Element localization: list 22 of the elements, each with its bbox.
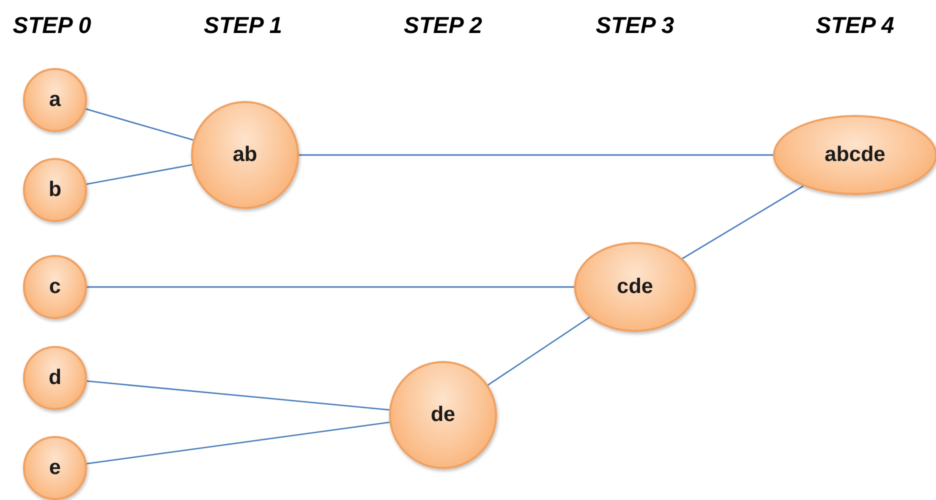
- connector-line: [86, 422, 390, 464]
- step-heading: STEP 3: [596, 12, 674, 39]
- connector-line: [488, 316, 590, 386]
- step-heading: STEP 4: [816, 12, 894, 39]
- circle-node: a: [23, 68, 87, 132]
- connector-line: [87, 286, 574, 288]
- circle-node: e: [23, 436, 87, 500]
- circle-node: b: [23, 158, 87, 222]
- circle-node: ab: [191, 101, 299, 209]
- connector-line: [86, 108, 194, 141]
- circle-node: cde: [574, 242, 696, 332]
- step-heading: STEP 2: [404, 12, 482, 39]
- step-heading: STEP 0: [12, 12, 92, 39]
- connector-line: [299, 154, 773, 156]
- circle-node: de: [389, 361, 497, 469]
- connector-line: [86, 380, 390, 411]
- circle-node: abcde: [773, 115, 936, 195]
- circle-node: d: [23, 346, 87, 410]
- step-heading: STEP 1: [204, 12, 282, 39]
- circle-node: c: [23, 255, 87, 319]
- connector-line: [682, 185, 804, 260]
- connector-line: [86, 164, 192, 185]
